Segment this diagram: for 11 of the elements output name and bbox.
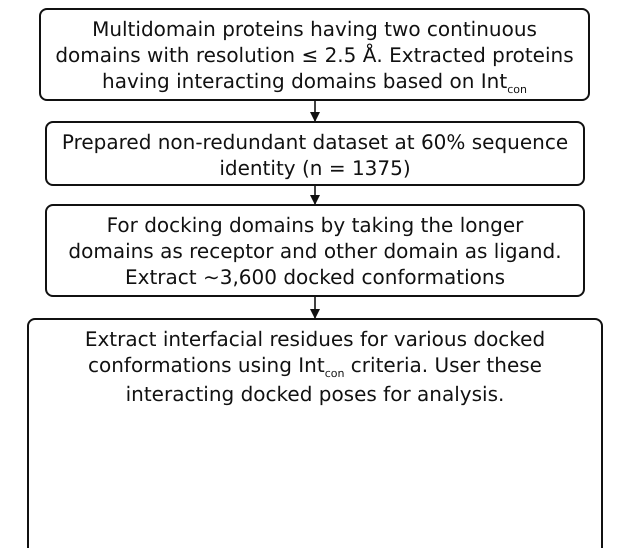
process-box [45, 204, 585, 297]
arrow [310, 101, 320, 122]
box-text: Extract interfacial residues for various docked conformations using Int$_{con}$ criteria. User these interacting docked poses for analysis. [84, 326, 546, 408]
process-box [27, 318, 603, 548]
arrow [310, 186, 320, 205]
process-box [39, 8, 590, 101]
arrow [310, 297, 320, 319]
box-text: Multidomain proteins having two continuous domains with resolution ≤ 2.5 Å. Extracted proteins having interacting domains based on Int$_{con}$ [55, 16, 574, 98]
box-text: Prepared non-redundant dataset at 60% sequence identity (n = 1375) [61, 129, 569, 181]
box-text: For docking domains by taking the longer domains as receptor and other domain as ligand. Extract ~3,600 docked conformations [67, 212, 563, 290]
process-box [45, 121, 585, 186]
